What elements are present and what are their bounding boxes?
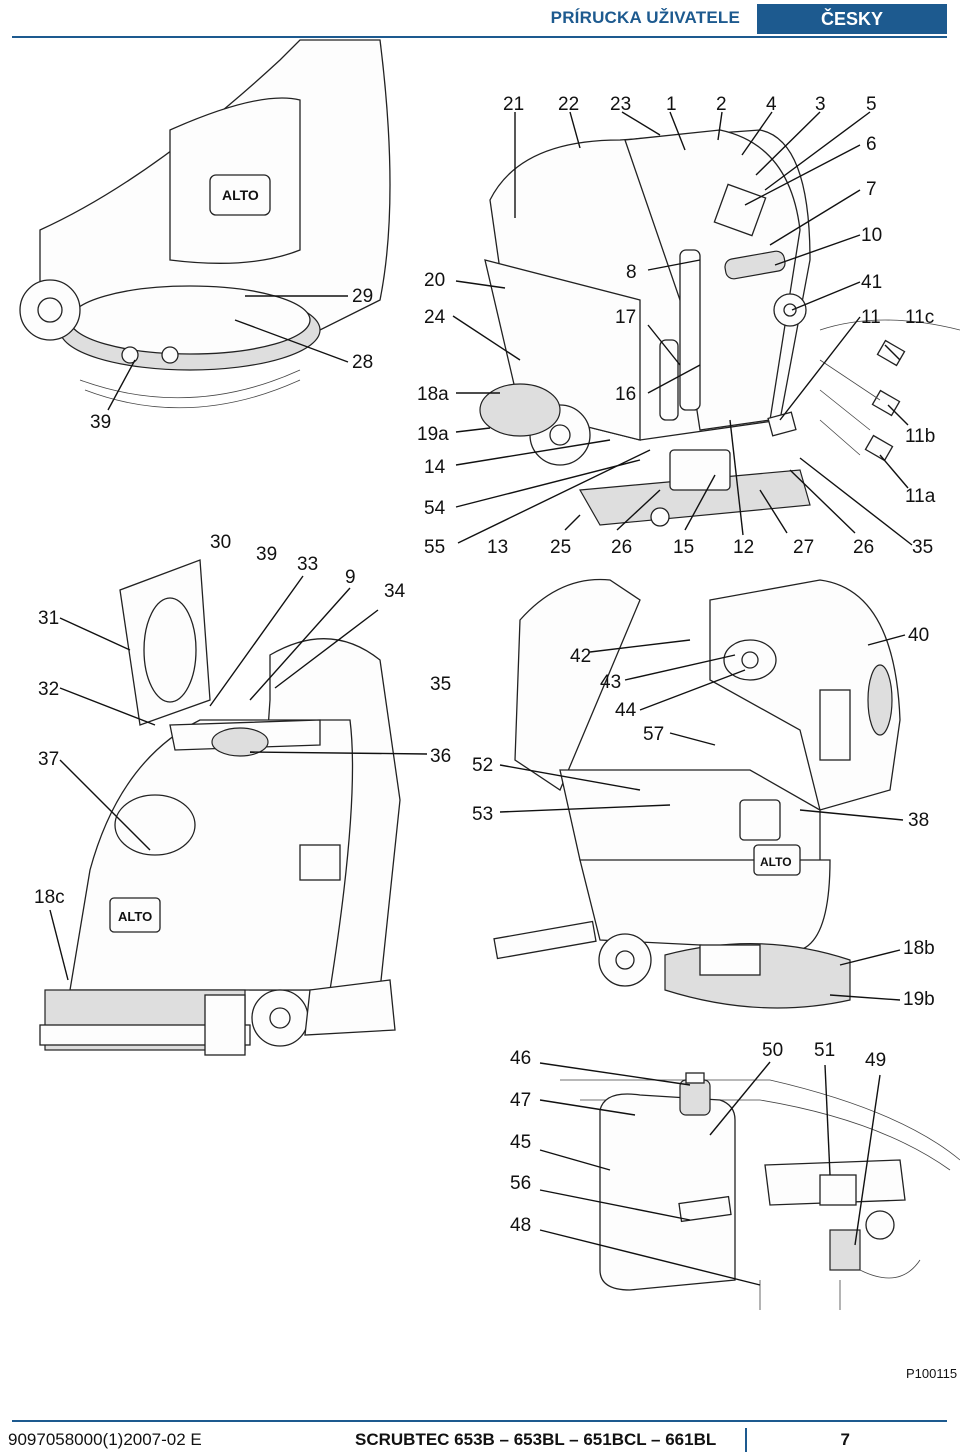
callout: 17 (615, 307, 636, 328)
callout: 45 (510, 1132, 531, 1153)
callout: 19b (903, 989, 935, 1010)
callout: 12 (733, 537, 754, 558)
callout: 51 (814, 1040, 835, 1061)
callout: 25 (550, 537, 571, 558)
callout: 28 (352, 352, 373, 373)
callout: 35 (912, 537, 933, 558)
callout: 38 (908, 810, 929, 831)
callout: 46 (510, 1048, 531, 1069)
parts-diagram: ALTO (19, 39, 960, 1381)
callout: 18b (903, 938, 935, 959)
header-rule (12, 36, 947, 38)
callout: 57 (643, 724, 664, 745)
callout: 24 (424, 307, 446, 328)
callout: 30 (210, 532, 231, 553)
detail-mid-left: ALTO (39, 559, 401, 1056)
callout: 8 (626, 262, 637, 283)
alto-logo: ALTO (118, 909, 152, 924)
callout: 9 (345, 567, 356, 588)
callout: 56 (510, 1173, 531, 1194)
language-banner: ČESKY (757, 4, 947, 34)
callout: 50 (762, 1040, 783, 1061)
callout: 52 (472, 755, 493, 776)
callout-labels: 21 22 23 1 2 4 3 5 6 7 10 8 41 20 24 17 … (34, 94, 936, 1236)
callout: 39 (90, 412, 111, 433)
callout: 42 (570, 646, 591, 667)
callout: 31 (38, 608, 59, 629)
callout: 5 (866, 94, 877, 115)
footer-rule (12, 1420, 947, 1422)
page-number-box (745, 1428, 947, 1452)
callout: 55 (424, 537, 445, 558)
detail-bottom-right (560, 1072, 960, 1310)
detail-mid-right: ALTO (493, 578, 901, 1009)
callout: 18c (34, 887, 65, 908)
alto-logo: ALTO (222, 187, 259, 203)
callout: 13 (487, 537, 508, 558)
callout: 11a (905, 486, 936, 507)
callout: 44 (615, 700, 637, 721)
callout: 20 (424, 270, 445, 291)
detail-top-left: ALTO (19, 39, 391, 409)
page-number: 7 (840, 1430, 850, 1449)
alto-logo: ALTO (760, 855, 792, 869)
callout: 11b (905, 426, 935, 447)
callout: 3 (815, 94, 826, 115)
callout: 11 (861, 307, 881, 328)
callout: 37 (38, 749, 59, 770)
callout: 47 (510, 1090, 531, 1111)
callout: 16 (615, 384, 636, 405)
callout: 32 (38, 679, 59, 700)
header-title: PRÍRUCKA UŽIVATELE (550, 8, 740, 27)
callout: 48 (510, 1215, 531, 1236)
callout: 35 (430, 674, 451, 695)
callout: 29 (352, 286, 373, 307)
callout: 11c (905, 307, 934, 328)
callout: 23 (610, 94, 631, 115)
callout: 54 (424, 498, 446, 519)
callout: 27 (793, 537, 814, 558)
callout: 26 (611, 537, 632, 558)
callout: 18a (417, 384, 449, 405)
callout: 39 (256, 544, 277, 565)
callout: 14 (424, 457, 446, 478)
callout: 22 (558, 94, 579, 115)
callout: 2 (716, 94, 727, 115)
detail-top-right (479, 129, 960, 527)
callout: 40 (908, 625, 929, 646)
callout: 36 (430, 746, 451, 767)
page-footer: 9097058000(1)2007-02 E SCRUBTEC 653B – 6… (0, 1418, 960, 1454)
document-code: 9097058000(1)2007-02 E (8, 1430, 202, 1449)
callout: 53 (472, 804, 493, 825)
callout: 34 (384, 581, 406, 602)
model-list: SCRUBTEC 653B – 653BL – 651BCL – 661BL (355, 1430, 717, 1449)
leader-lines (49, 111, 913, 1286)
callout: 26 (853, 537, 874, 558)
callout: 19a (417, 424, 449, 445)
callout: 6 (866, 134, 877, 155)
callout: 21 (503, 94, 524, 115)
callout: 15 (673, 537, 694, 558)
callout: 49 (865, 1050, 886, 1071)
callout: 33 (297, 554, 318, 575)
callout: 41 (861, 272, 882, 293)
picture-code: P100115 (906, 1366, 957, 1381)
callout: 10 (861, 225, 882, 246)
callout: 7 (866, 179, 877, 200)
callout: 43 (600, 672, 621, 693)
callout: 4 (766, 94, 777, 115)
callout: 1 (666, 94, 677, 115)
